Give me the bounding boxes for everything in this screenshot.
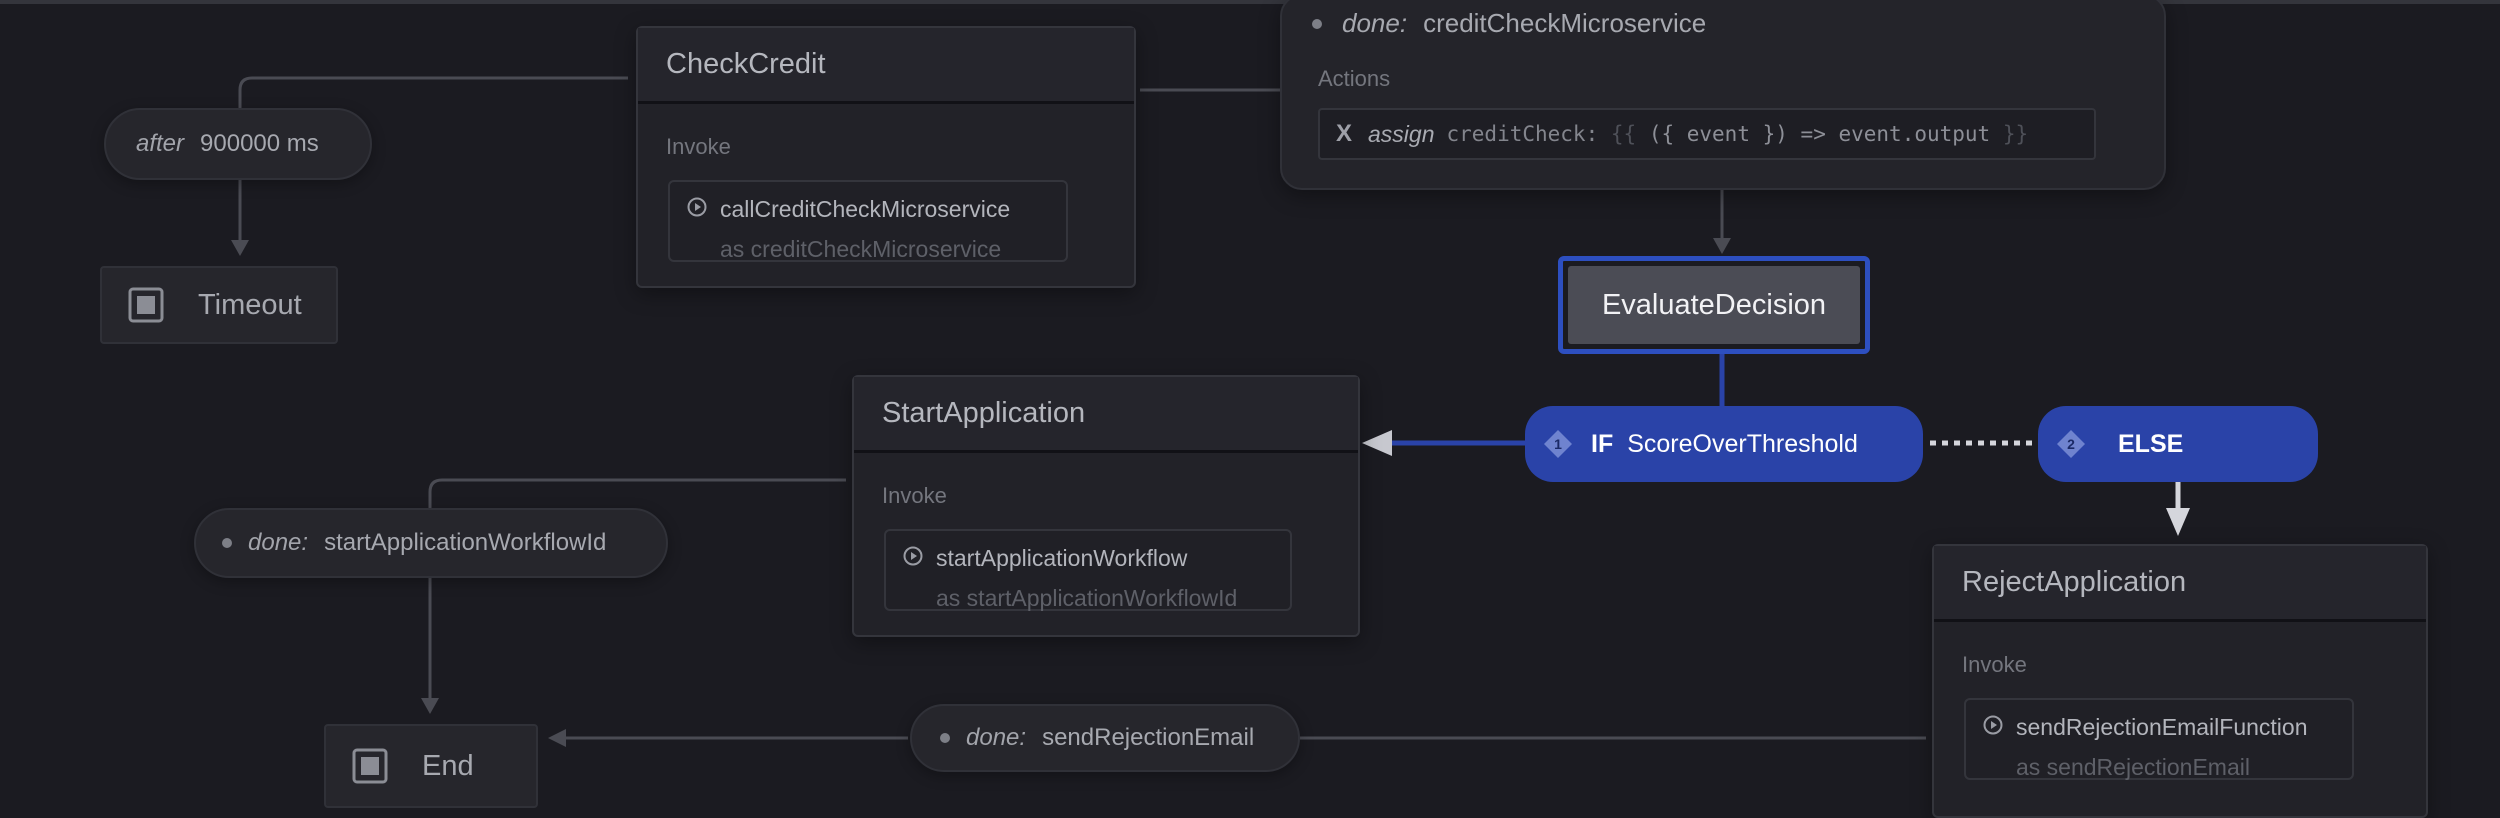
section-invoke-label: Invoke <box>666 134 731 159</box>
guard-keyword: IF <box>1591 429 1614 458</box>
state-title: CheckCredit <box>638 28 1134 104</box>
state-start-application[interactable]: StartApplication Invoke startApplication… <box>852 375 1360 637</box>
transition-keyword: done: <box>1342 8 1408 38</box>
assign-action[interactable]: X assign creditCheck: {{ ({ event }) => … <box>1318 108 2096 160</box>
transition-after[interactable]: after 900000 ms <box>104 108 372 180</box>
code-close: }} <box>2002 122 2029 146</box>
transition-source: creditCheckMicroservice <box>1423 8 1707 38</box>
state-evaluate-decision[interactable]: EvaluateDecision <box>1558 256 1870 354</box>
invoke-src: startApplicationWorkflow <box>936 545 1188 571</box>
state-check-credit[interactable]: CheckCredit Invoke callCreditCheckMicros… <box>636 26 1136 288</box>
arrowhead-evaluate <box>1713 238 1731 254</box>
transition-source: startApplicationWorkflowId <box>324 529 607 556</box>
state-title: RejectApplication <box>1934 546 2426 622</box>
guard-keyword: ELSE <box>2118 429 2184 458</box>
top-bar <box>0 0 2500 4</box>
transition-keyword: done: <box>248 529 309 556</box>
done-transition-credit-check[interactable]: done: creditCheckMicroservice Actions X … <box>1280 0 2166 190</box>
arrowhead-timeout <box>231 240 249 256</box>
arrowhead-end-2 <box>548 729 566 747</box>
transition-dot-icon <box>222 538 232 548</box>
guard-number: 2 <box>2067 436 2075 452</box>
invoke-id: as sendRejectionEmail <box>2016 754 2250 780</box>
action-keyword: assign <box>1368 120 1435 147</box>
transition-keyword: done: <box>966 724 1027 751</box>
edges-layer <box>231 76 2190 747</box>
arrowhead-reject <box>2166 508 2190 536</box>
code-prefix: creditCheck: <box>1446 122 1599 146</box>
invoke-id: as creditCheckMicroservice <box>720 236 1002 262</box>
play-circle-icon <box>687 197 707 217</box>
diamond-number-icon: 2 <box>2057 430 2085 458</box>
state-reject-application[interactable]: RejectApplication Invoke sendRejectionEm… <box>1932 544 2428 818</box>
assign-x-icon: X <box>1336 120 1353 147</box>
guard-if-score-over-threshold[interactable]: 1 IF ScoreOverThreshold <box>1525 406 1923 482</box>
transition-dot-icon <box>940 733 950 743</box>
arrowhead-end <box>421 698 439 714</box>
invoke-card[interactable]: sendRejectionEmailFunction as sendReject… <box>1964 698 2354 780</box>
transition-keyword: after <box>136 130 185 157</box>
code-open: {{ <box>1610 122 1637 146</box>
guard-number: 1 <box>1554 436 1562 452</box>
section-invoke-label: Invoke <box>882 483 947 508</box>
invoke-src: callCreditCheckMicroservice <box>720 196 1011 222</box>
state-title: EvaluateDecision <box>1568 266 1860 344</box>
transition-done-reject[interactable]: done: sendRejectionEmail <box>910 704 1300 772</box>
state-title: Timeout <box>198 288 302 321</box>
state-title: End <box>422 749 474 782</box>
state-end[interactable]: End <box>324 724 538 808</box>
play-circle-icon <box>903 546 923 566</box>
state-timeout[interactable]: Timeout <box>100 266 338 344</box>
invoke-src: sendRejectionEmailFunction <box>2016 714 2308 740</box>
invoke-card[interactable]: startApplicationWorkflow as startApplica… <box>884 529 1292 611</box>
transition-done-start-application[interactable]: done: startApplicationWorkflowId <box>194 508 668 578</box>
invoke-card[interactable]: callCreditCheckMicroservice as creditChe… <box>668 180 1068 262</box>
action-code: creditCheck: {{ ({ event }) => event.out… <box>1447 122 2029 146</box>
final-state-icon <box>352 748 388 784</box>
guard-else[interactable]: 2 ELSE <box>2038 406 2318 482</box>
transition-source: sendRejectionEmail <box>1042 724 1255 751</box>
invoke-id: as startApplicationWorkflowId <box>936 585 1238 611</box>
edge-start-done <box>428 478 846 508</box>
diamond-number-icon: 1 <box>1544 430 1572 458</box>
code-body: ({ event }) => event.output <box>1648 122 1991 146</box>
guard-name: ScoreOverThreshold <box>1627 429 1858 458</box>
section-invoke-label: Invoke <box>1962 652 2027 677</box>
arrowhead-start <box>1362 430 1392 456</box>
transition-delay: 900000 ms <box>200 130 319 157</box>
play-circle-icon <box>1983 715 2003 735</box>
section-actions-label: Actions <box>1318 66 1391 91</box>
edge-checkcredit-after <box>238 76 628 108</box>
transition-dot-icon <box>1312 18 1322 29</box>
state-title: StartApplication <box>854 377 1358 453</box>
final-state-icon <box>128 287 164 323</box>
